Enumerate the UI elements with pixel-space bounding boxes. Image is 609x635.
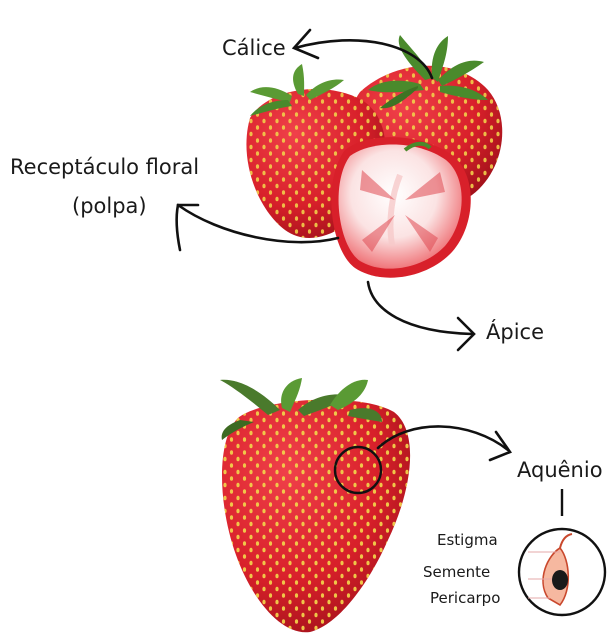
label-estigma: Estigma [437,532,498,549]
label-apice: Ápice [486,320,544,344]
label-pericarpo: Pericarpo [430,590,500,607]
arrow-apice [368,282,474,350]
cut-strawberry-half [331,137,470,278]
label-receptaculo-line2: (polpa) [72,194,147,218]
achene-magnified-view [519,529,605,615]
label-receptaculo-line1: Receptáculo floral [10,155,199,179]
label-aquenio: Aquênio [517,458,603,482]
label-semente: Semente [423,564,490,581]
label-calice: Cálice [222,36,286,60]
